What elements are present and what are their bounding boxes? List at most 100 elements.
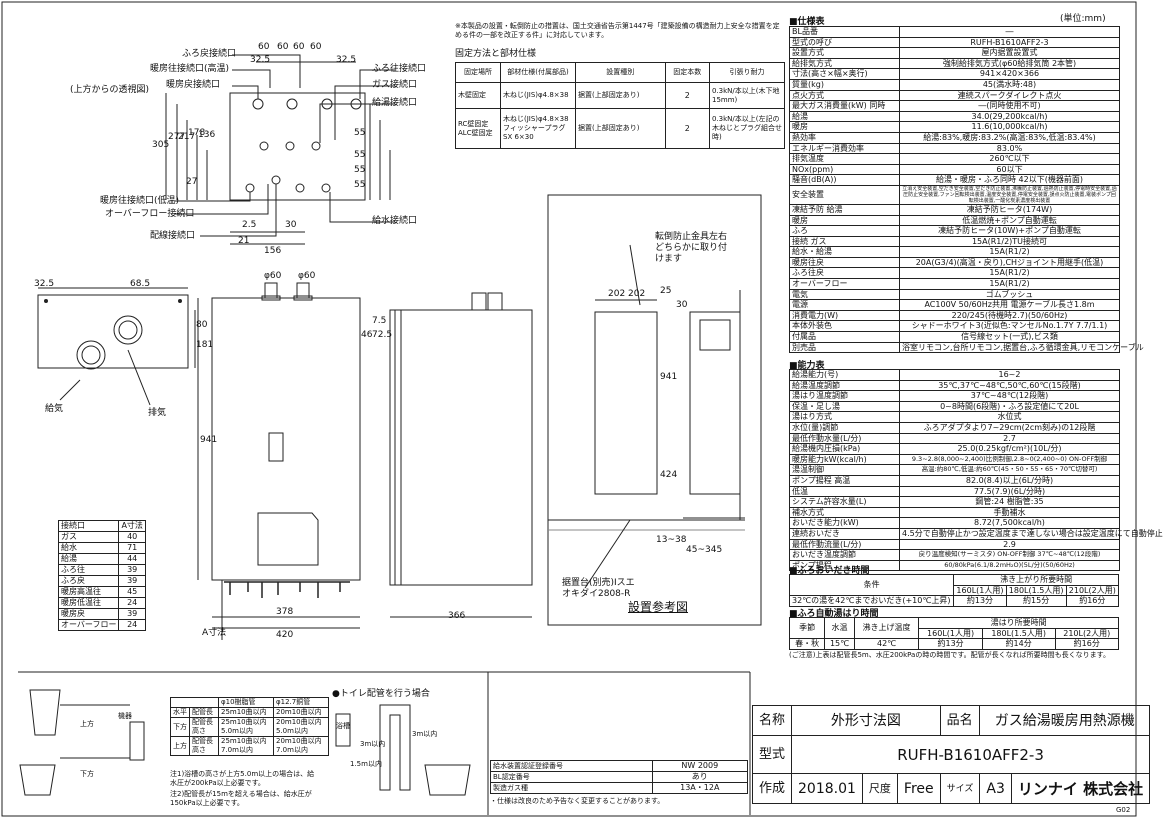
dim-156: 156: [264, 246, 282, 256]
dim-277: 277: [168, 132, 186, 142]
install-caption: 設置参考図: [628, 600, 689, 614]
sheet-number: G02: [1116, 806, 1131, 814]
table-row: BL品番―: [789, 26, 1120, 38]
label-overflow: オーバーフロー接続口: [105, 209, 195, 219]
piping-label-3m-b: 3m以内: [412, 730, 438, 738]
table-row: 消費電力(W)220/245(待機時2.7)(50/60Hz): [789, 309, 1120, 322]
label-hot: 給湯接続口: [372, 98, 418, 108]
dim-27: 27: [186, 177, 198, 187]
label-bath-return: ふろ戻接続口: [182, 49, 237, 59]
autofill-table: 季節水温沸き上げ温度湯はり所要時間 160L(1人用)180L(1.5人用)21…: [788, 616, 1120, 650]
table-row: 凍結予防 給湯凍結予防ヒータ(174W): [789, 203, 1120, 216]
fix-table-title: 固定方法と部材仕様: [455, 49, 537, 59]
dim-60d: 60: [310, 42, 322, 52]
front-dim-181: 181: [196, 340, 214, 350]
dim-325b: 32.5: [336, 55, 357, 65]
dim-55c: 55: [354, 165, 366, 175]
piping-label-15m: 1.5m以内: [350, 760, 382, 768]
table-row: 点火方式連続スパークダイレクト点火: [789, 89, 1120, 102]
table-row: おいだき温度調節戻り温度検知(サーミスタ) ON-OFF制御 37℃~48℃(1…: [789, 549, 1120, 561]
tb-scale-key: 尺度: [861, 773, 898, 804]
table-row: 湯温制御高温:約80℃,低温:約60℃(45・50・55・65・70℃切替可): [789, 464, 1120, 476]
install-dim-424: 424: [660, 470, 678, 480]
piping-label-3m-a: 3m以内: [360, 740, 386, 748]
spec-unit: (単位:mm): [1060, 14, 1106, 24]
dim-217: 217: [178, 132, 196, 142]
table-row: 補水方式手動補水: [789, 506, 1120, 519]
front-dim-420: 420: [276, 630, 294, 640]
table-row: 騒音(dB(A))給湯・暖房・ふろ同時 42以下(機器前面): [789, 174, 1120, 186]
install-dim-202b: 202: [628, 289, 646, 299]
table-row: 給湯機内圧損(kPa)25.0(0.25kgf/cm²)(10L/分): [789, 443, 1120, 455]
piping-title: ●トイレ配管を行う場合: [332, 689, 430, 699]
piping-note-1: 注1)浴槽の高さが上方5.0m以上の場合は、給水圧が200kPa以上必要です。: [170, 770, 315, 787]
company-logo: リンナイ 株式会社: [1010, 773, 1151, 804]
table-row: おいだき能力(kW)8.72(7,500kcal/h): [789, 517, 1120, 529]
tb-pname-key: 品名: [939, 705, 981, 736]
label-wiring: 配線接続口: [150, 231, 196, 241]
tb-made-key: 作成: [751, 773, 793, 804]
table-row: 安全装置立消え安全装置,空だき安全装置,空だき防止装置,沸騰防止装置,過熱防止装…: [789, 184, 1120, 205]
dim-178: 178: [188, 128, 206, 138]
adim-header-port: 接続口: [57, 520, 120, 532]
label-heat-hi: 暖房往接続口(高温): [150, 64, 230, 74]
table-row: NOx(ppm)60以下: [789, 163, 1120, 176]
table-row: 本体外装色シャドーホワイト3(近似色:マンセルNo.1.7Y 7.7/1.1): [789, 320, 1120, 333]
dim-30: 30: [285, 220, 297, 230]
front-dim-685: 68.5: [130, 279, 151, 289]
table-row: 最低作動流量(L/分)2.9: [789, 538, 1120, 551]
notice-text: ※本製品の設置・転倒防止の措置は、国土交通省告示第1447号「建築設備の構造耐力…: [455, 22, 780, 39]
table-row: 木壁固定 木ねじ(JIS)φ4.8×38 据置(上部固定あり) 2 0.3kN/…: [455, 82, 785, 109]
dim-21: 21: [238, 236, 250, 246]
piping-label-up: 上方: [80, 720, 94, 728]
piping-label-tub: 浴槽: [336, 722, 350, 730]
dim-60c: 60: [293, 42, 305, 52]
piping-note-2: 注2)配管長が15mを超える場合は、給水圧が150kPa以上必要です。: [170, 790, 312, 807]
table-row: 暖房低温燃焼+ポンプ自動運転: [789, 214, 1120, 227]
dim-55a: 55: [354, 128, 366, 138]
stand-note: 据置台(別売)Iスエオキダイ2808-R: [562, 578, 635, 599]
tb-date: 2018.01: [791, 773, 863, 804]
front-dim-941: 941: [200, 435, 218, 445]
dim-136: 136: [198, 130, 216, 140]
table-row: 電気ゴムブッシュ: [789, 288, 1120, 301]
tb-pname: ガス給湯暖房用熱源機: [979, 705, 1151, 736]
install-dim-30: 30: [676, 300, 688, 310]
table-row: 暖房能力kW(kcal/h)9.3~2.8(8,000~2,400)比例制御,2…: [789, 453, 1120, 466]
tb-size: A3: [979, 773, 1012, 804]
autofill-note: (ご注意)上表は配管長5m、水圧200kPaの時の時間です。配管が長くなれば所要…: [789, 651, 1110, 659]
tb-name: 外形寸法図: [791, 705, 941, 736]
reheat-table: 条件沸き上がり所要時間 160L(1人用)180L(1.5人用)210L(2人用…: [788, 573, 1120, 607]
front-dim-phi60b: φ60: [298, 271, 316, 281]
front-dim-80: 80: [196, 320, 208, 330]
title-block: 名称 外形寸法図 品名 ガス給湯暖房用熱源機 型式 RUFH-B1610AFF2…: [751, 705, 1151, 804]
adim-header-a: A寸法: [118, 520, 146, 532]
table-row: BL認定番号あり: [490, 771, 749, 783]
install-dim-45345: 45~345: [686, 545, 723, 555]
label-bath-out: ふろ往接続口: [372, 64, 427, 74]
install-dim-1338: 13~38: [656, 535, 687, 545]
spec-title: ■仕様表: [789, 17, 825, 27]
drawing-canvas: [1, 1, 1137, 817]
